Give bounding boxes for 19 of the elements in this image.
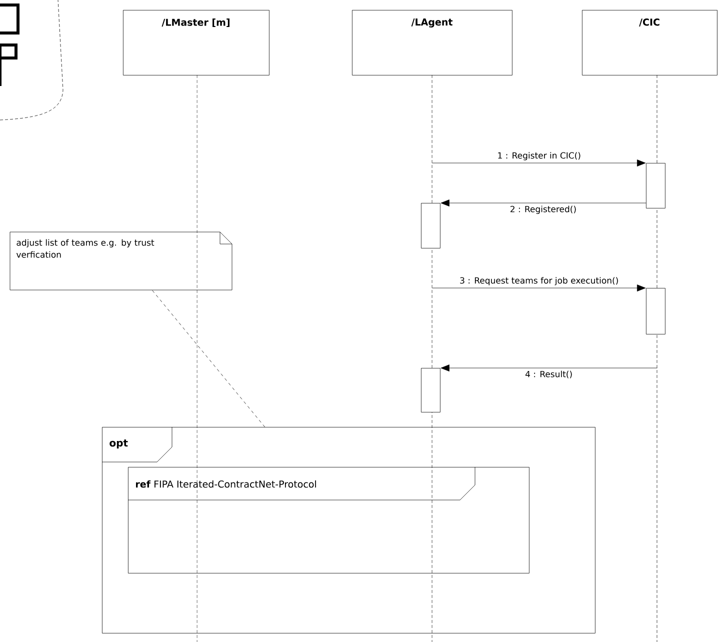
lifeline bbox=[196, 74, 198, 642]
note: adjust list of teams e.g. by trust verfication bbox=[10, 232, 232, 290]
reference-frame: ref FIPA Iterated-ContractNet-Protocol bbox=[128, 466, 530, 574]
message-arrow bbox=[440, 200, 646, 206]
message-label: 2 : Registered() bbox=[510, 206, 576, 214]
activation-bar bbox=[421, 368, 440, 412]
message-label: 3 : Request teams for job execution() bbox=[460, 277, 618, 286]
message-arrow bbox=[432, 284, 646, 292]
message-label: 1 : Register in CIC() bbox=[498, 152, 580, 160]
activation-bar bbox=[646, 288, 666, 334]
message-label: 4 : Result() bbox=[525, 370, 572, 378]
participant-box: /LMaster [m] bbox=[123, 10, 270, 76]
participant-box: /CIC bbox=[582, 10, 718, 76]
leader-line bbox=[152, 290, 266, 428]
message-arrow bbox=[440, 364, 658, 372]
participant-box: /LAgent bbox=[352, 10, 512, 76]
message-arrow bbox=[432, 160, 646, 166]
activation-bar bbox=[646, 163, 666, 208]
activation-bar bbox=[421, 203, 440, 248]
